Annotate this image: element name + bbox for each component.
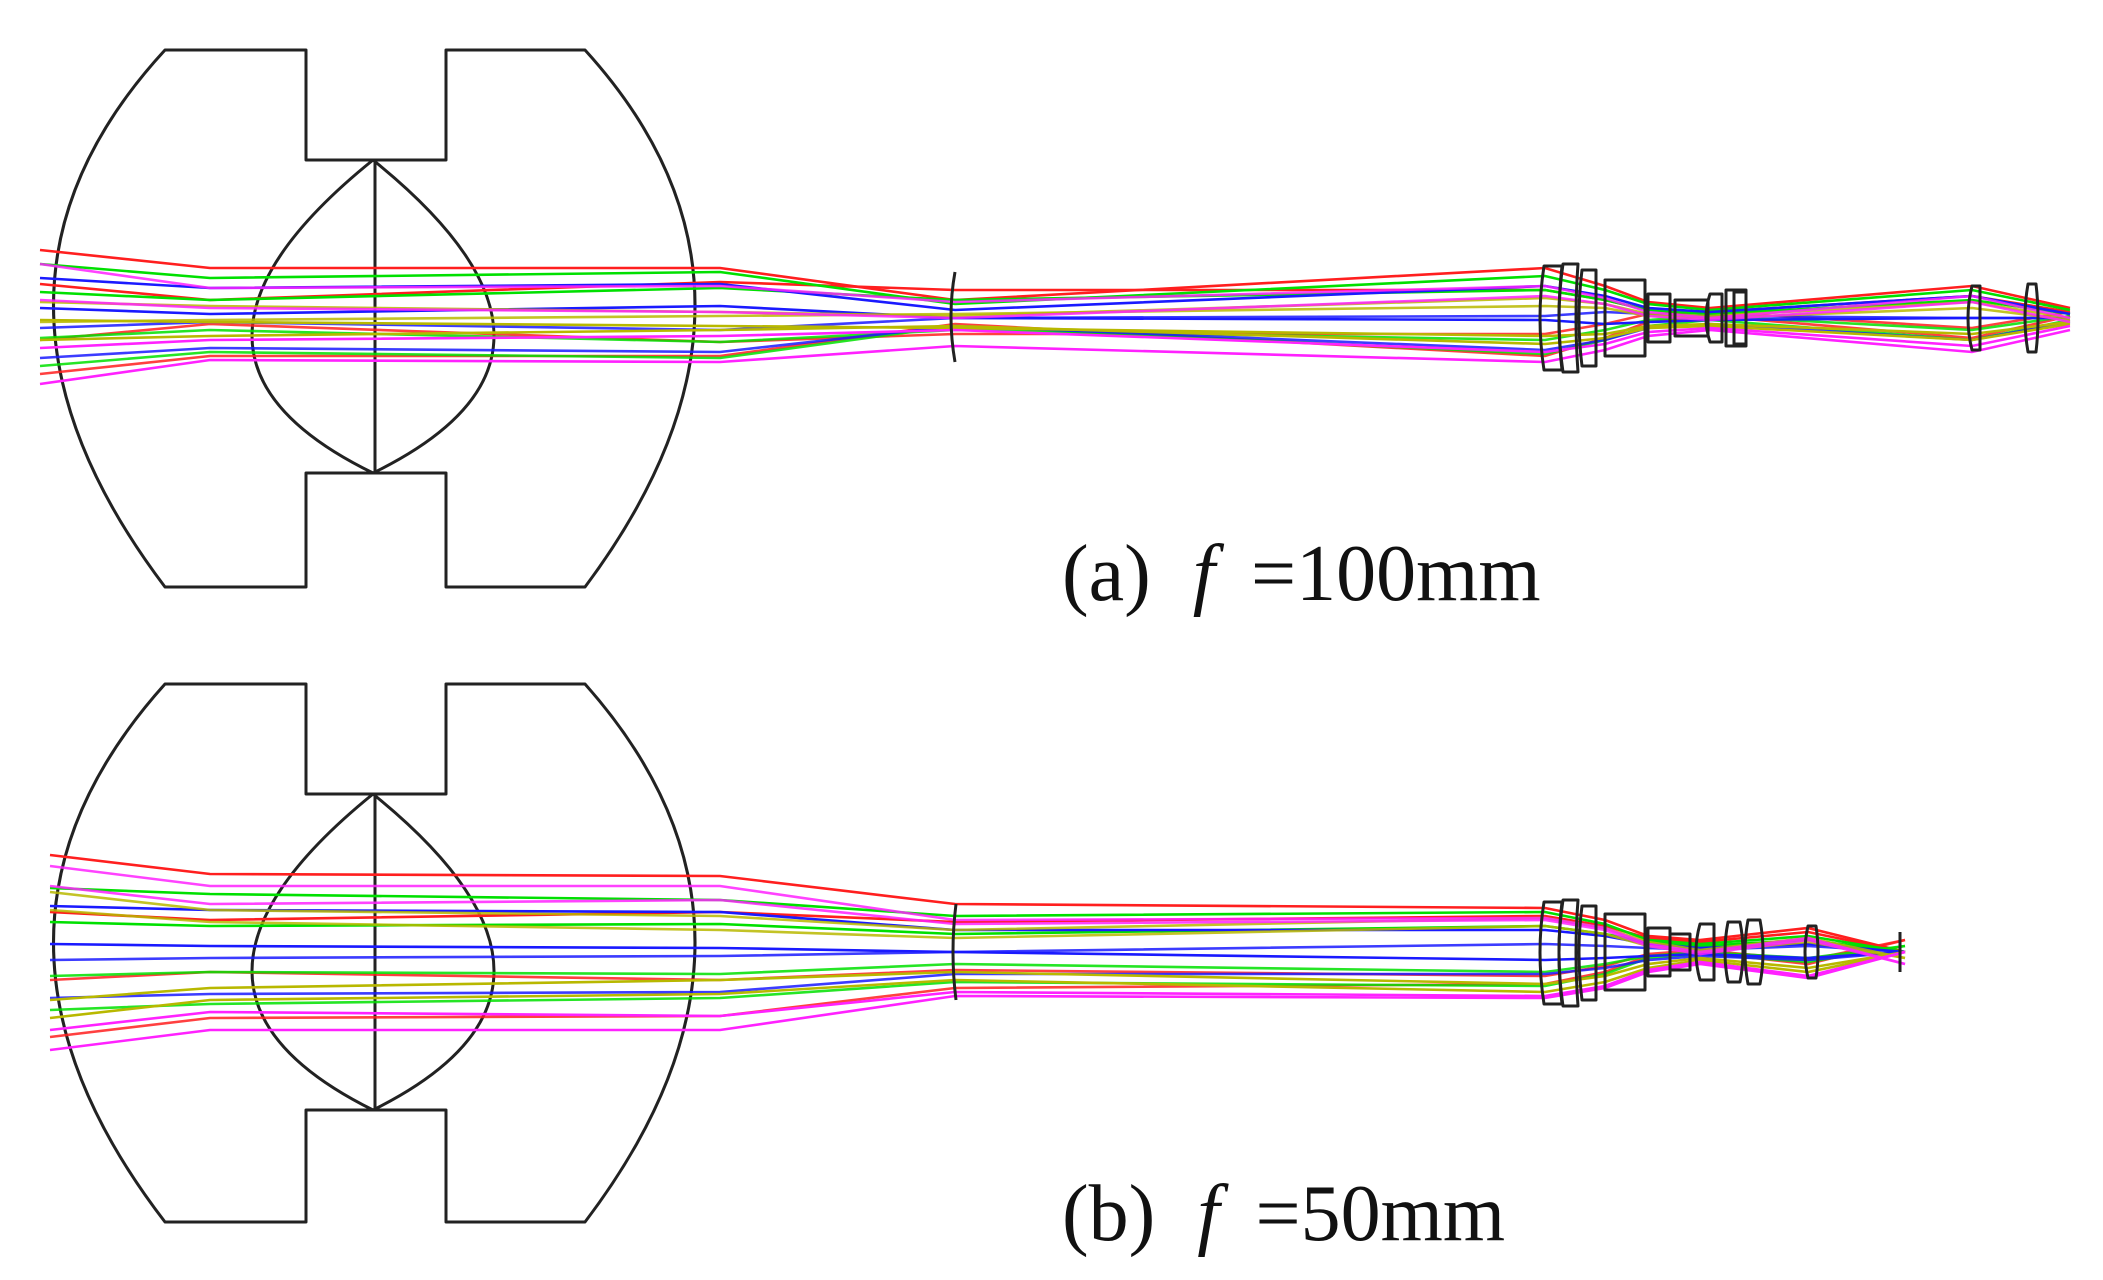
panel-b-field-lens — [951, 903, 958, 1001]
panel-a-lens-5 — [1646, 292, 1672, 344]
panel-a-relay-optics — [949, 262, 2040, 374]
panel-a-caption-variable: f — [1193, 530, 1225, 618]
panel-b-ray-green-1 — [49, 886, 1906, 954]
panel-b-ray-red-1 — [49, 853, 1906, 954]
panel-a-lens-7 — [1704, 292, 1724, 344]
panel-b-lens-7 — [1694, 922, 1716, 982]
panel-b-lens-10 — [1803, 924, 1820, 980]
panel-b-dome-left-shell — [52, 682, 375, 1224]
panel-b-ray-fan — [49, 853, 1906, 1052]
panel-a-field-lens — [949, 271, 957, 363]
panel-b-lens-2 — [1557, 898, 1580, 1008]
panel-b-caption-variable: f — [1197, 1170, 1229, 1258]
panel-a-caption: (a) f =100mm — [1062, 530, 1541, 618]
panel-b-lens-3 — [1577, 904, 1598, 1002]
panel-a-ray-green-1 — [39, 262, 2071, 312]
panel-b-lens-6 — [1668, 932, 1692, 972]
panel-a-caption-label: (a) — [1062, 530, 1151, 618]
panel-b-ray-yellow-1 — [49, 950, 1906, 1002]
panel-a-ray-fan — [39, 248, 2071, 386]
panel-b-ray-yellow-2 — [49, 950, 1906, 1020]
panel-a-lens-9 — [1732, 290, 1748, 346]
panel-b-ray-red-2 — [49, 910, 1906, 954]
panel-b-relay-optics — [951, 898, 1902, 1008]
panel-b-lens-8 — [1723, 920, 1745, 984]
panel-a-lens-3 — [1577, 268, 1598, 368]
panel-a-lens-4 — [1603, 278, 1647, 358]
panel-b-caption-label: (b) — [1062, 1170, 1155, 1258]
panel-b-lens-4 — [1603, 912, 1647, 992]
panel-a-caption-value: =100mm — [1251, 530, 1541, 618]
panel-a-ray-magenta-1 — [39, 324, 2071, 354]
panel-b-caption-value: =50mm — [1256, 1170, 1506, 1258]
panel-a-lens-11 — [2023, 282, 2040, 354]
panel-a-lens-6 — [1673, 298, 1710, 338]
panel-a-ray-red-1 — [39, 248, 2071, 310]
panel-b-front-dome — [52, 682, 697, 1224]
panel-b-f50mm: (b) f =50mm — [49, 682, 1906, 1258]
panel-b-dome-right-shell — [371, 682, 697, 1224]
panel-a-f100mm: (a) f =100mm — [39, 48, 2071, 618]
panel-a-ray-magenta-2 — [39, 328, 2071, 386]
panel-b-ray-magenta-2-mirror — [49, 864, 1906, 966]
panel-b-lens-9 — [1743, 918, 1765, 986]
panel-a-lens-10 — [1966, 284, 1982, 352]
panel-a-lens-2 — [1557, 262, 1580, 374]
panel-b-ray-magenta-1 — [49, 950, 1906, 1032]
panel-b-ray-magenta-2 — [49, 950, 1906, 1052]
panel-b-ray-magenta-1-mirror — [49, 884, 1906, 966]
panel-b-caption: (b) f =50mm — [1062, 1170, 1505, 1258]
